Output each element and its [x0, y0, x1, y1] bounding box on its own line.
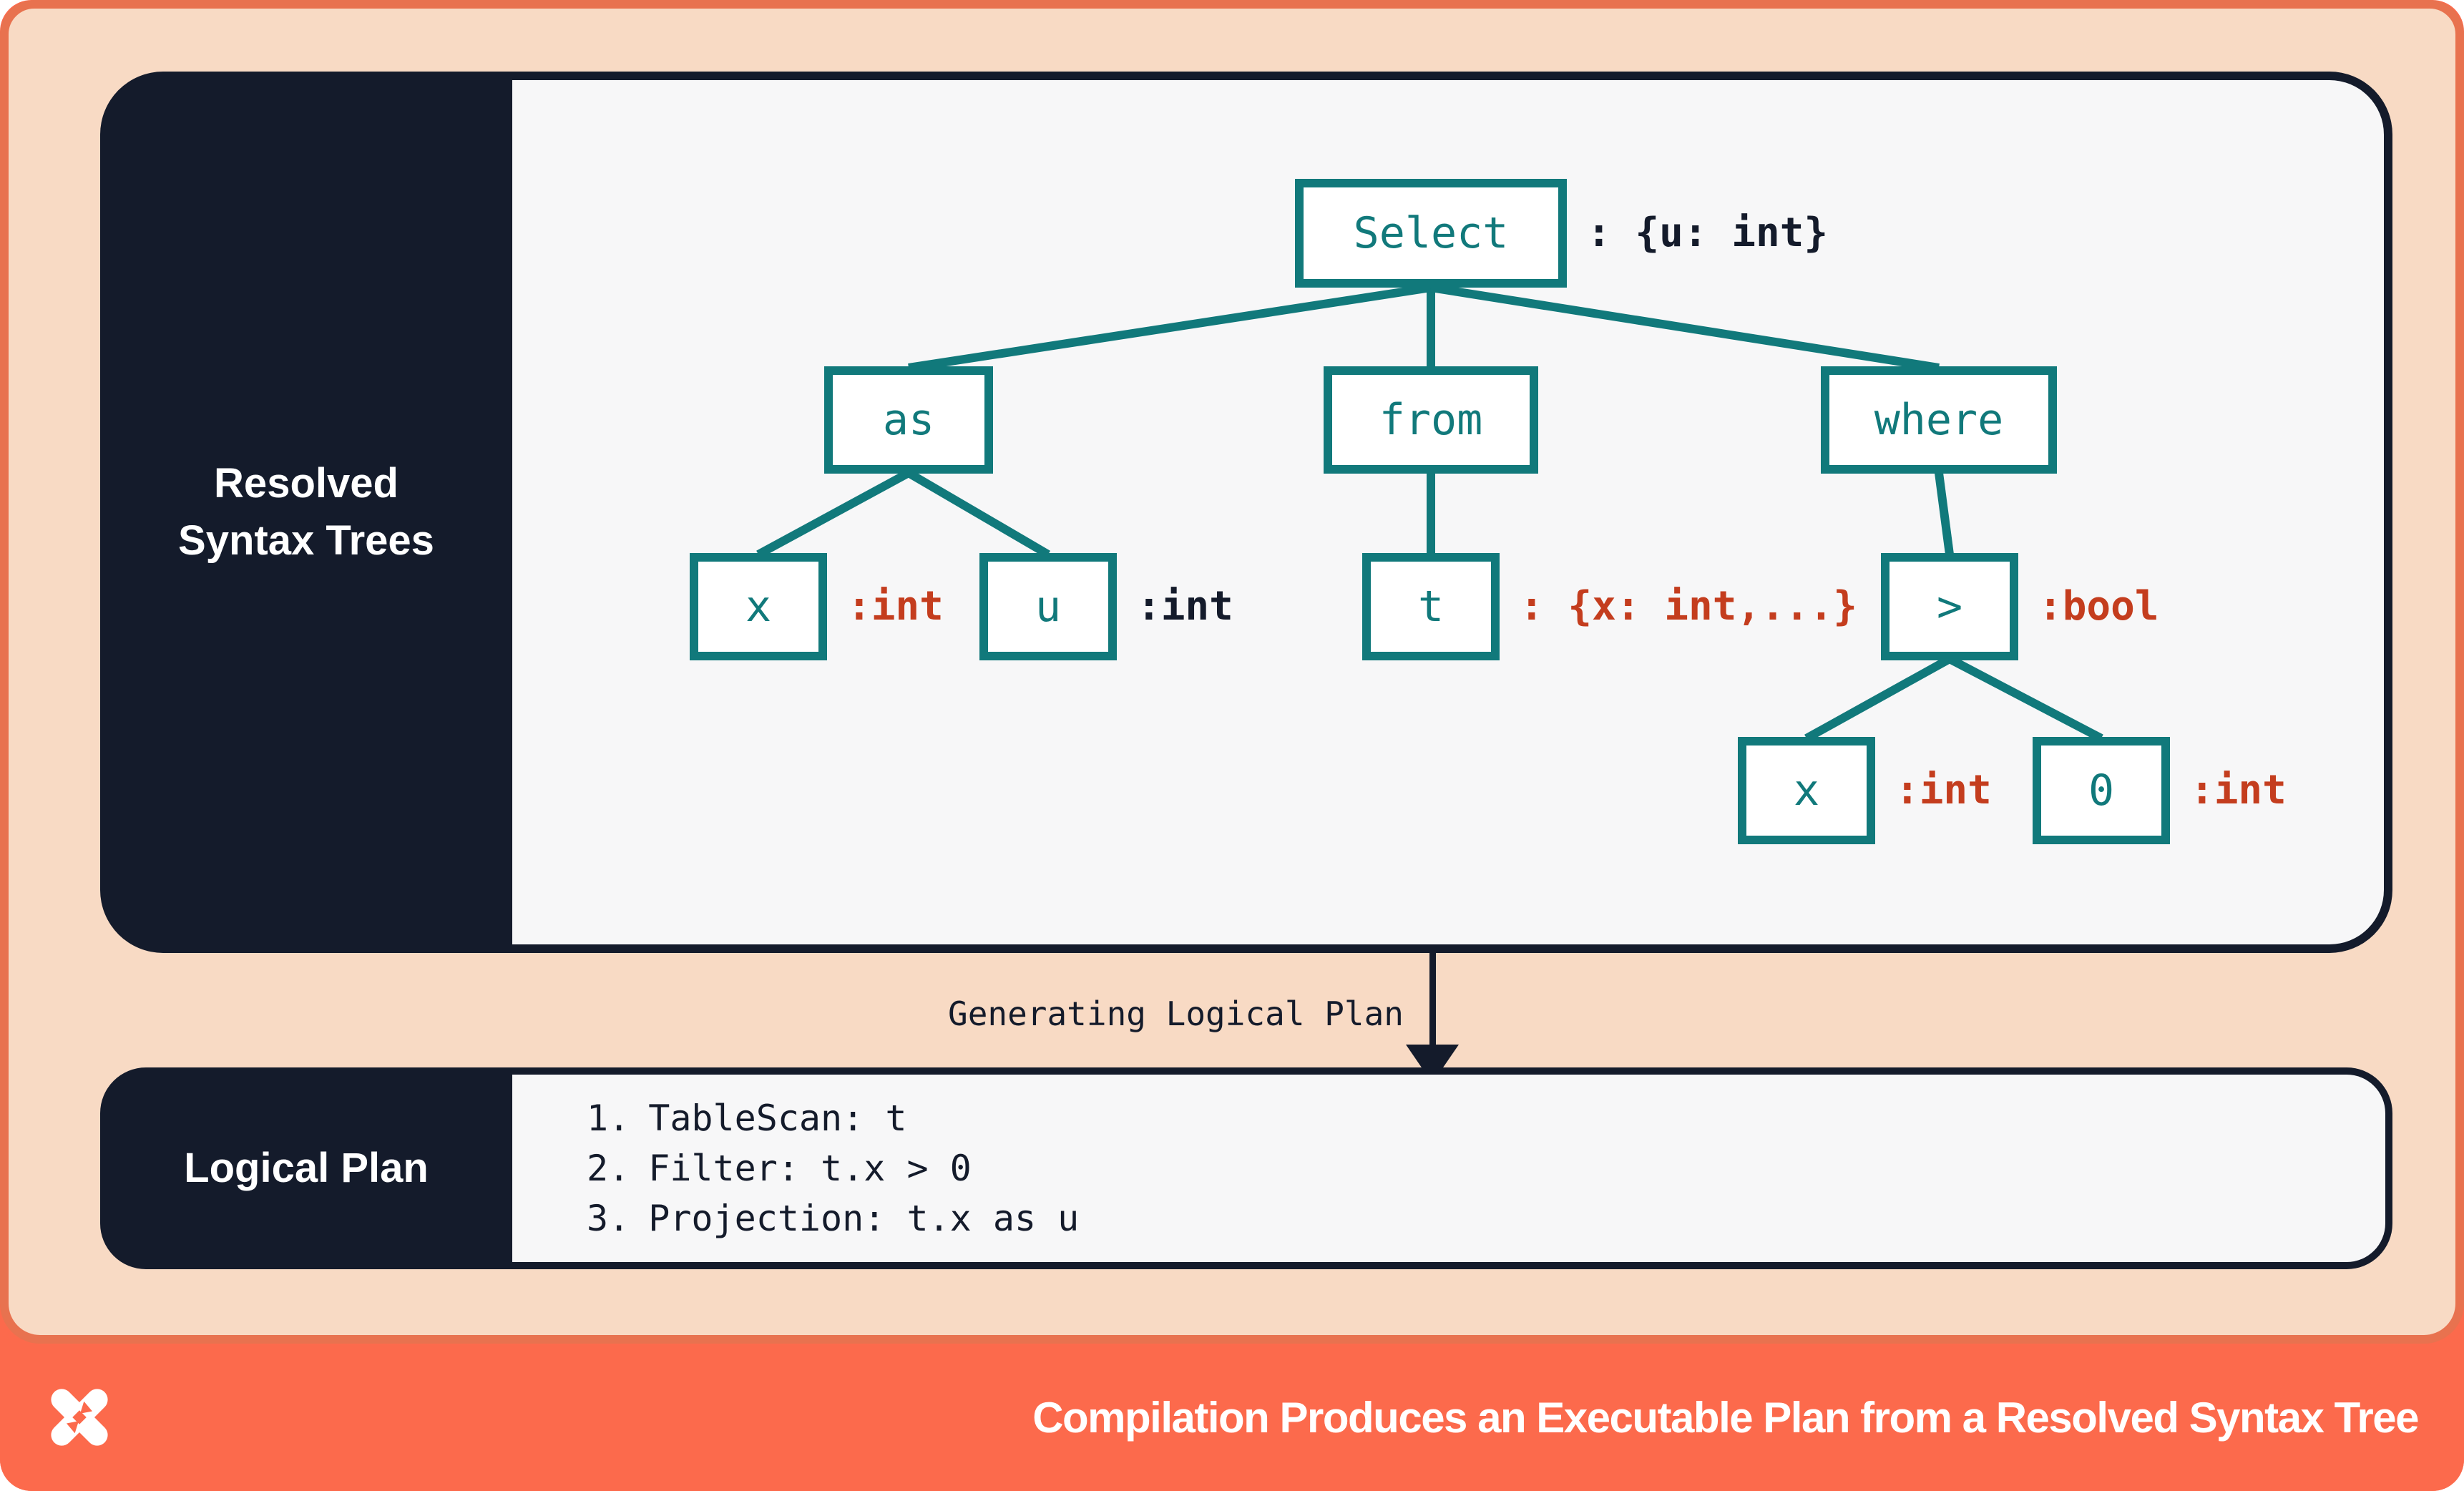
step-1-text: TableScan: t	[648, 1098, 907, 1139]
tree-node-t-table: t	[1362, 553, 1500, 660]
logical-plan-step-3: 3. Projection: t.x as u	[587, 1193, 1079, 1243]
type-annotation-x-operand: :int	[1895, 767, 1992, 813]
type-annotation-select: : {u: int}	[1587, 210, 1829, 256]
tree-node-select: Select	[1295, 179, 1567, 288]
syntax-tree-edges	[756, 283, 2103, 743]
tree-node-gt-operator: >	[1881, 553, 2018, 660]
tree-node-zero-operand-label: 0	[2088, 766, 2115, 816]
resolved-syntax-trees-panel: Resolved Syntax Trees Select as	[100, 72, 2392, 953]
tree-node-u-alias: u	[979, 553, 1117, 660]
logical-plan-steps: 1. TableScan: t 2. Filter: t.x > 0 3. Proje…	[587, 1067, 1079, 1269]
dolt-logo-icon	[51, 1389, 108, 1446]
logical-panel-sidebar: Logical Plan	[100, 1067, 512, 1269]
down-arrow-line	[1429, 953, 1436, 1046]
type-annotation-gt-operator: :bool	[2038, 583, 2159, 630]
step-3-number: 3.	[587, 1198, 630, 1239]
tree-node-from-label: from	[1379, 395, 1483, 445]
tree-node-x-operand: x	[1738, 737, 1875, 844]
transition-label: Generating Logical Plan	[948, 994, 1404, 1033]
resolved-panel-title-line2: Syntax Trees	[178, 517, 434, 564]
tree-node-where: where	[1821, 366, 2057, 474]
resolved-panel-sidebar: Resolved Syntax Trees	[100, 72, 512, 953]
tree-node-x-operand-label: x	[1793, 766, 1820, 816]
logical-panel-title: Logical Plan	[184, 1145, 429, 1191]
step-2-number: 2.	[587, 1148, 630, 1189]
tree-node-t-table-label: t	[1417, 582, 1444, 632]
logical-panel-content-bg	[512, 1075, 2385, 1262]
resolved-panel-title-line1: Resolved	[214, 460, 399, 507]
step-2-text: Filter: t.x > 0	[648, 1148, 972, 1189]
logical-plan-panel: Logical Plan 1. TableScan: t 2. Filter: t.…	[100, 1067, 2392, 1269]
step-1-number: 1.	[587, 1098, 630, 1139]
step-3-text: Projection: t.x as u	[648, 1198, 1080, 1239]
tree-node-where-label: where	[1874, 395, 2004, 445]
tree-node-zero-operand: 0	[2033, 737, 2170, 844]
footer-bar: Compilation Produces an Executable Plan …	[0, 1344, 2464, 1491]
tree-node-as: as	[824, 366, 993, 474]
type-annotation-zero-operand: :int	[2190, 767, 2287, 813]
tree-node-gt-operator-label: >	[1936, 582, 1963, 632]
type-annotation-x-alias: :int	[847, 583, 944, 630]
footer-title: Compilation Produces an Executable Plan …	[1032, 1393, 2419, 1442]
tree-node-from: from	[1324, 366, 1538, 474]
type-annotation-u-alias: :int	[1137, 583, 1233, 630]
logical-plan-step-2: 2. Filter: t.x > 0	[587, 1143, 1079, 1193]
tree-node-x-alias: x	[690, 553, 827, 660]
type-annotation-t-table: : {x: int,...}	[1520, 583, 1858, 630]
resolved-panel-title: Resolved Syntax Trees	[178, 455, 434, 569]
tree-node-as-label: as	[882, 395, 935, 445]
tree-node-x-alias-label: x	[745, 582, 772, 632]
tree-node-select-label: Select	[1353, 208, 1509, 258]
tree-node-u-alias-label: u	[1035, 582, 1062, 632]
peach-card: Resolved Syntax Trees Select as	[0, 0, 2464, 1344]
logical-plan-step-1: 1. TableScan: t	[587, 1093, 1079, 1143]
